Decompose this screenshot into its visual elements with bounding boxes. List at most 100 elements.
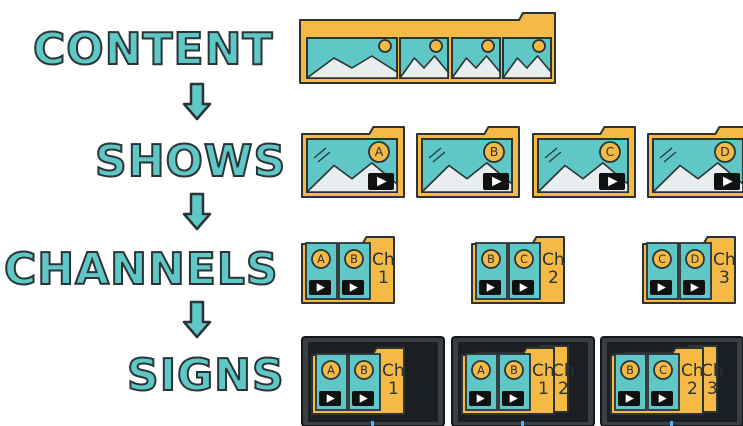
sun-icon xyxy=(378,39,392,53)
mountain-shape xyxy=(399,55,449,79)
play-triangle xyxy=(326,394,335,403)
show-item: B xyxy=(416,126,520,198)
show-item: D xyxy=(647,126,743,198)
play-triangle xyxy=(608,176,618,187)
glare-line xyxy=(544,147,558,159)
glare-line xyxy=(432,151,446,163)
play-triangle xyxy=(316,283,325,292)
show-badge-letter: B xyxy=(487,253,495,266)
shows-row: A B C D xyxy=(301,126,743,198)
show-badge-circle xyxy=(652,249,672,269)
channel-ch-label: Ch xyxy=(532,361,555,381)
play-icon xyxy=(469,391,491,406)
show-badge-letter: D xyxy=(691,253,700,266)
channel-card: C D Ch3 xyxy=(642,236,736,304)
play-triangle xyxy=(690,283,699,292)
channel-card: A B Ch1 xyxy=(301,236,395,304)
image-icon xyxy=(451,37,501,79)
play-icon xyxy=(650,280,672,295)
show-badge-letter: B xyxy=(490,144,499,159)
show-badge-letter: C xyxy=(658,253,666,266)
channel-ch-label: Ch xyxy=(713,250,736,270)
content-image xyxy=(399,37,449,79)
monitor-icon: A B Ch1 xyxy=(301,336,445,426)
channels-label: CHANNELS xyxy=(3,244,279,295)
show-badge-letter: A xyxy=(477,364,485,377)
play-triangle xyxy=(625,394,634,403)
channel-number: 3 xyxy=(707,379,718,399)
down-arrow-icon xyxy=(182,192,212,231)
show-badge-letter: C xyxy=(520,253,528,266)
play-icon xyxy=(714,173,740,190)
glare-line xyxy=(317,151,331,163)
mountain-shape xyxy=(306,55,398,79)
content-row xyxy=(299,12,556,84)
mountain-shape xyxy=(451,55,501,79)
show-badge-circle xyxy=(599,141,621,163)
show-badge-circle xyxy=(504,360,524,380)
content-image xyxy=(306,37,398,79)
play-icon xyxy=(352,391,374,406)
show-badge-circle xyxy=(471,360,491,380)
channel-number: 1 xyxy=(388,379,399,399)
channel-ch-label: Ch xyxy=(372,250,395,270)
play-icon xyxy=(599,173,625,190)
play-triangle xyxy=(486,283,495,292)
glare-line xyxy=(663,151,677,163)
show-badge-circle xyxy=(311,249,331,269)
channel-number: 2 xyxy=(687,379,698,399)
play-triangle xyxy=(657,283,666,292)
show-badge-circle xyxy=(354,360,374,380)
play-icon xyxy=(319,391,341,406)
channel-number: 1 xyxy=(538,379,549,399)
power-light xyxy=(670,421,673,426)
shows-label: SHOWS xyxy=(94,136,287,187)
glare-line xyxy=(313,147,327,159)
content-image xyxy=(451,37,501,79)
channel-number: 2 xyxy=(558,379,569,399)
channel-number: 1 xyxy=(378,268,389,288)
play-icon xyxy=(309,280,331,295)
channel-ch-label: Ch xyxy=(701,361,724,381)
power-light xyxy=(371,421,374,426)
show-badge-circle xyxy=(685,249,705,269)
show-badge-letter: C xyxy=(606,144,615,159)
sun-icon xyxy=(481,39,495,53)
show-badge-circle xyxy=(714,141,736,163)
play-triangle xyxy=(509,394,518,403)
show-badge-letter: B xyxy=(360,364,368,377)
show-badge-letter: B xyxy=(350,253,358,266)
channel-card: A B Ch1 xyxy=(311,347,405,415)
play-triangle xyxy=(377,176,387,187)
show-badge-circle xyxy=(344,249,364,269)
content-label: CONTENT xyxy=(32,24,274,75)
play-icon xyxy=(479,280,501,295)
power-light xyxy=(521,421,524,426)
play-triangle xyxy=(492,176,502,187)
down-arrow-icon xyxy=(182,82,212,121)
mountain-shape xyxy=(502,55,552,79)
show-badge-circle xyxy=(653,360,673,380)
channel-ch-label: Ch xyxy=(542,250,565,270)
play-icon xyxy=(502,391,524,406)
channel-number: 3 xyxy=(719,268,730,288)
show-badge-letter: A xyxy=(327,364,335,377)
channel-ch-label: Ch xyxy=(382,361,405,381)
play-icon xyxy=(618,391,640,406)
glare-line xyxy=(428,147,442,159)
show-badge-letter: C xyxy=(659,364,667,377)
down-arrow-icon xyxy=(182,300,212,339)
show-badge-circle xyxy=(321,360,341,380)
play-triangle xyxy=(359,394,368,403)
show-item: A xyxy=(301,126,405,198)
show-badge-letter: B xyxy=(510,364,518,377)
play-icon xyxy=(683,280,705,295)
sun-icon xyxy=(429,39,443,53)
show-badge-letter: A xyxy=(317,253,325,266)
show-badge-circle xyxy=(483,141,505,163)
